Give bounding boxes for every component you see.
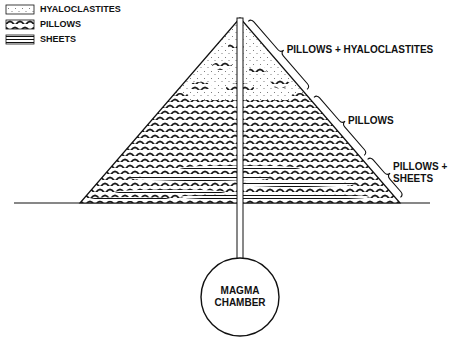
- chamber-label: MAGMA CHAMBER: [209, 285, 271, 309]
- chamber-text-area: MAGMA CHAMBER: [200, 257, 280, 337]
- legend-swatch: [6, 35, 34, 44]
- magma-chamber-circle: MAGMA CHAMBER: [200, 257, 280, 337]
- legend-label: SHEETS: [40, 34, 76, 45]
- zone-label: PILLOWS + HYALOCLASTITES: [287, 44, 434, 56]
- pillow-zone: [0, 100, 457, 204]
- seamount-fill: [0, 0, 457, 204]
- zone-label: PILLOWS + SHEETS: [393, 161, 453, 185]
- feeder-conduit: [237, 18, 243, 260]
- legend-label: PILLOWS: [40, 19, 81, 30]
- sheet-flows: [90, 166, 370, 202]
- legend-swatch: [6, 5, 34, 14]
- legend-label: HYALOCLASTITES: [40, 4, 121, 15]
- legend-swatch: [6, 20, 34, 29]
- hyaloclastite-zone: [0, 0, 457, 100]
- legend-swatches: [6, 5, 34, 44]
- zone-label: PILLOWS: [348, 115, 394, 127]
- chamber-circle: [201, 258, 279, 336]
